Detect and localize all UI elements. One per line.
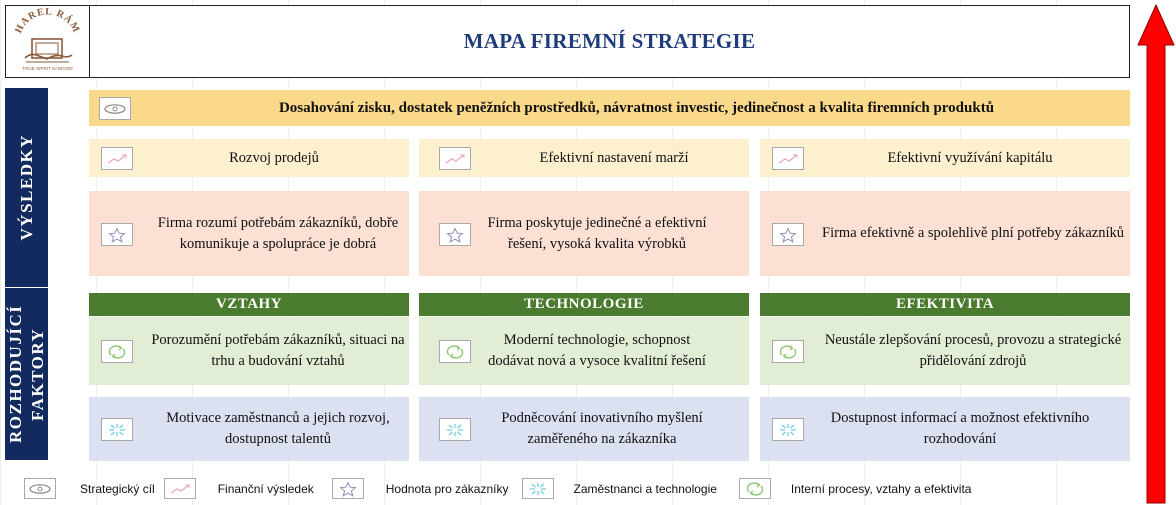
legend-item-internal: Interní procesy, vztahy a efektivita	[738, 478, 972, 499]
legend-item-customer: Hodnota pro zákazníky	[331, 478, 509, 499]
legend: Strategický cíl Finanční výsledek Hodnot…	[0, 472, 1140, 505]
legend-label-financial: Finanční výsledek	[217, 481, 314, 496]
legend-label-people: Zaměstnanci a technologie	[573, 481, 717, 496]
hands-frame-logo: HAREL RÁM TRUE SPIRIT IN WOOD	[13, 6, 82, 71]
side-label-results: VÝSLEDKY	[5, 88, 48, 287]
financial-cell-2: Efektivní nastavení marží	[419, 139, 749, 177]
goal-row: Dosahování zisku, dostatek peněžních pro…	[89, 90, 1130, 126]
internal-text-3: Neustále zlepšování procesů, provozu a s…	[824, 332, 1122, 369]
cycle-arrows-icon	[772, 340, 804, 363]
people-text-2: Podněcování inovativního myšlení zaměřen…	[501, 410, 703, 447]
cycle-arrows-icon	[738, 478, 771, 499]
legend-item-people: Zaměstnanci a technologie	[521, 478, 717, 499]
arrow-up-icon	[1137, 3, 1175, 504]
cycle-arrows-icon	[439, 340, 471, 363]
side-label-factors-text: ROZHODUJÍCÍ FAKTORY	[5, 304, 47, 444]
legend-label-customer: Hodnota pro zákazníky	[385, 481, 509, 496]
trend-line-icon	[163, 478, 196, 499]
factor-header-text-3: EFEKTIVITA	[895, 296, 995, 312]
people-cell-2: Podněcování inovativního myšlení zaměřen…	[419, 397, 749, 461]
customer-cell-2: Firma poskytuje jedinečné a efektivní ře…	[419, 191, 749, 276]
title-box: MAPA FIREMNÍ STRATEGIE	[89, 5, 1130, 78]
internal-cell-2: Moderní technologie, schopnost dodávat n…	[419, 317, 749, 385]
customer-text-2: Firma poskytuje jedinečné a efektivní ře…	[487, 214, 707, 252]
internal-text-2: Moderní technologie, schopnost dodávat n…	[488, 332, 706, 369]
spark-icon	[101, 418, 133, 441]
factor-header-2: TECHNOLOGIE	[419, 293, 749, 316]
trend-line-icon	[772, 147, 804, 170]
factor-header-text-1: VZTAHY	[215, 296, 283, 312]
people-cell-3: Dostupnost informací a možnost efektivní…	[760, 397, 1130, 461]
star-icon	[439, 223, 471, 246]
star-icon	[331, 478, 364, 499]
page-title: MAPA FIREMNÍ STRATEGIE	[463, 29, 756, 53]
logo-subtext: TRUE SPIRIT IN WOOD	[22, 66, 73, 71]
svg-text:HAREL RÁM: HAREL RÁM	[13, 6, 82, 35]
goal-text: Dosahování zisku, dostatek peněžních pro…	[278, 99, 995, 116]
internal-text-1: Porozumění potřebám zákazníků, situaci n…	[151, 332, 405, 369]
internal-cell-3: Neustále zlepšování procesů, provozu a s…	[760, 317, 1130, 385]
factor-header-3: EFEKTIVITA	[760, 293, 1130, 316]
customer-cell-3: Firma efektivně a spolehlivě plní potřeb…	[760, 191, 1130, 276]
spark-icon	[521, 478, 554, 499]
spark-icon	[772, 418, 804, 441]
logo-text: HAREL RÁM	[13, 6, 81, 35]
logo-box: HAREL RÁM TRUE SPIRIT IN WOOD	[5, 5, 90, 78]
legend-item-goal: Strategický cíl	[24, 478, 155, 499]
factor-header-1: VZTAHY	[89, 293, 409, 316]
people-cell-1: Motivace zaměstnanců a jejich rozvoj, do…	[89, 397, 409, 461]
eye-icon	[99, 97, 131, 120]
people-text-3: Dostupnost informací a možnost efektivní…	[830, 410, 1090, 447]
internal-cell-1: Porozumění potřebám zákazníků, situaci n…	[89, 317, 409, 385]
factor-header-text-2: TECHNOLOGIE	[524, 296, 644, 312]
star-icon	[772, 223, 804, 246]
customer-cell-1: Firma rozumí potřebám zákazníků, dobře k…	[89, 191, 409, 276]
trend-line-icon	[101, 147, 133, 170]
customer-text-3: Firma efektivně a spolehlivě plní potřeb…	[822, 225, 1124, 241]
trend-line-icon	[439, 147, 471, 170]
financial-cell-3: Efektivní využívání kapitálu	[760, 139, 1130, 177]
financial-cell-1: Rozvoj prodejů	[89, 139, 409, 177]
cycle-arrows-icon	[101, 340, 133, 363]
side-label-results-text: VÝSLEDKY	[16, 134, 36, 241]
legend-label-internal: Interní procesy, vztahy a efektivita	[790, 481, 972, 496]
spark-icon	[439, 418, 471, 441]
financial-text-2: Efektivní nastavení marží	[539, 149, 689, 166]
customer-text-1: Firma rozumí potřebám zákazníků, dobře k…	[157, 214, 399, 252]
eye-icon	[24, 478, 56, 499]
financial-text-3: Efektivní využívání kapitálu	[887, 149, 1053, 166]
legend-item-financial: Finanční výsledek	[163, 478, 314, 499]
star-icon	[101, 223, 133, 246]
legend-label-goal: Strategický cíl	[80, 481, 155, 496]
financial-text-1: Rozvoj prodejů	[229, 149, 319, 166]
people-text-1: Motivace zaměstnanců a jejich rozvoj, do…	[166, 410, 390, 447]
side-label-factors: ROZHODUJÍCÍ FAKTORY	[5, 288, 48, 460]
